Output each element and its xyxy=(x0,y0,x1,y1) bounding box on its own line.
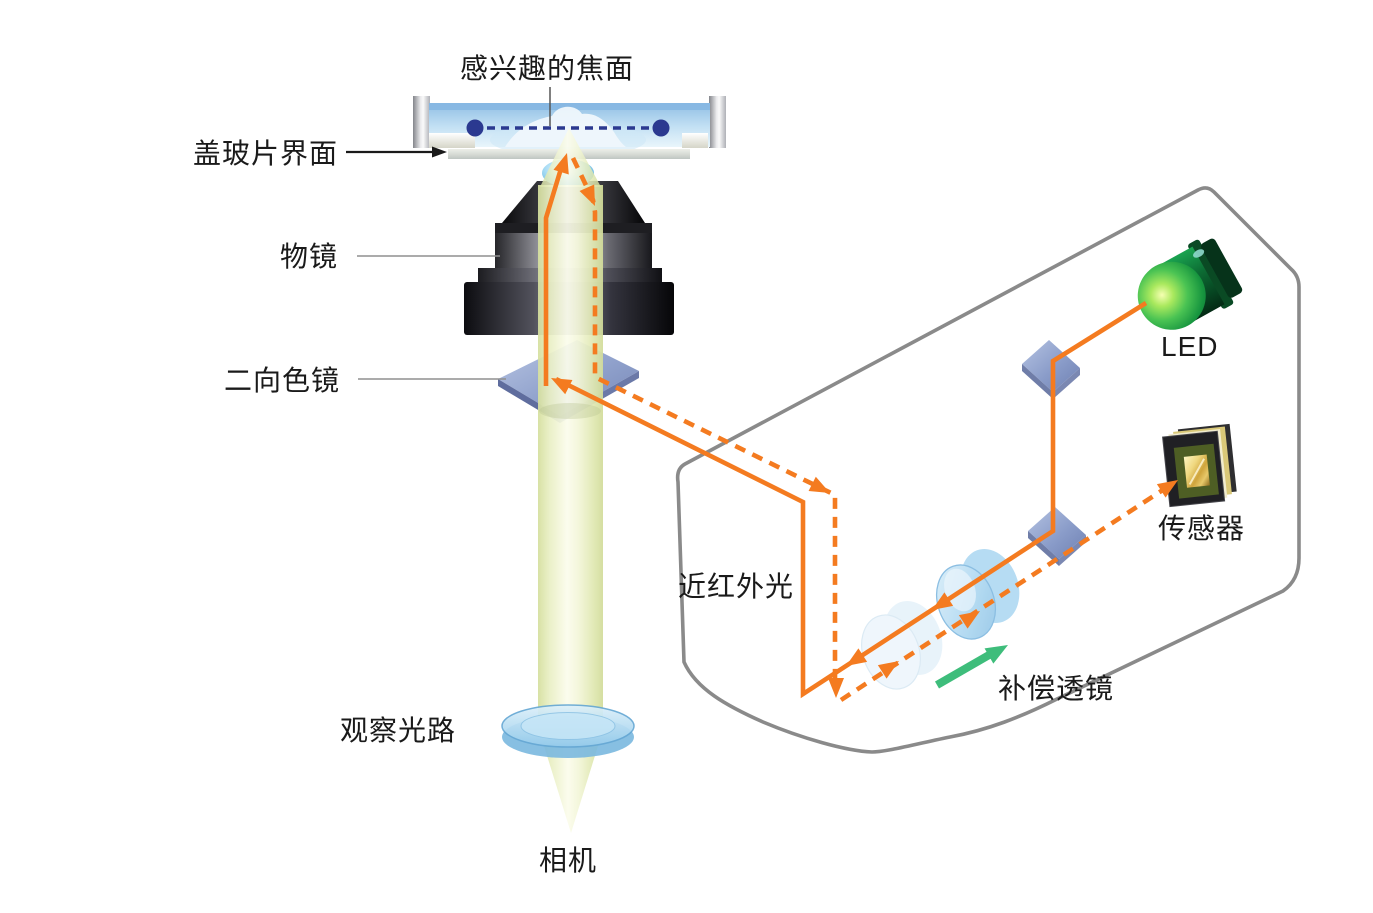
mirror-upper-edge-left xyxy=(1022,364,1053,399)
label-sensor: 传感器 xyxy=(1158,513,1245,544)
label-camera: 相机 xyxy=(539,845,597,876)
beam-focus-cone-top xyxy=(540,128,601,187)
compensation-lens xyxy=(936,549,1020,640)
beam-mirror-intersection xyxy=(539,403,601,419)
label-nir-light: 近红外光 xyxy=(678,571,794,602)
nir-illumination-path xyxy=(543,150,1148,699)
dish-ledge-left xyxy=(429,133,475,148)
label-compensation-lens: 补偿透镜 xyxy=(998,673,1114,704)
led-flange xyxy=(1188,239,1234,309)
led xyxy=(1137,238,1243,330)
focal-plane-dot-right xyxy=(652,119,670,137)
nir-return-path xyxy=(570,157,1183,702)
mirror-upper-edge-right xyxy=(1053,368,1080,399)
label-focal-plane: 感兴趣的焦面 xyxy=(460,53,634,84)
sensor-chip xyxy=(1162,423,1237,508)
camera-focus-cone xyxy=(540,733,602,833)
label-observation-path: 观察光路 xyxy=(340,715,456,746)
label-led: LED xyxy=(1161,331,1218,362)
label-dichroic: 二向色镜 xyxy=(224,365,340,396)
led-glint xyxy=(1193,249,1205,258)
enclosure-outline xyxy=(675,186,1301,754)
label-coverslip: 盖玻片界面 xyxy=(193,138,338,169)
coverslip-arrow xyxy=(346,146,447,158)
fold-mirror-lower xyxy=(1028,507,1086,566)
ghost-lens-back xyxy=(883,601,943,675)
liquid-surface xyxy=(429,103,710,110)
dish-wall-right xyxy=(709,96,726,148)
dish-wall-left xyxy=(413,96,430,148)
lens-shift-arrow xyxy=(935,637,1013,689)
dish-ledge-right xyxy=(682,133,708,148)
led-dome xyxy=(1137,261,1206,330)
focal-plane-dot-left xyxy=(466,119,484,137)
sensor-glare xyxy=(1188,458,1205,485)
beam-shaft xyxy=(538,185,603,735)
coverslip-arrowhead xyxy=(432,146,447,158)
observation-lens xyxy=(501,704,635,758)
nir-solid-line-to-specimen xyxy=(543,161,566,386)
led-back-cap xyxy=(1201,238,1243,298)
lens-shift-arrow-shaft xyxy=(935,647,998,689)
cell-mound xyxy=(505,106,626,147)
nir-solid-line xyxy=(554,301,1148,699)
observation-lens-inner xyxy=(520,712,616,740)
observation-beam xyxy=(538,128,603,833)
mirror-lower-face xyxy=(1028,507,1086,559)
label-objective: 物镜 xyxy=(280,241,338,272)
